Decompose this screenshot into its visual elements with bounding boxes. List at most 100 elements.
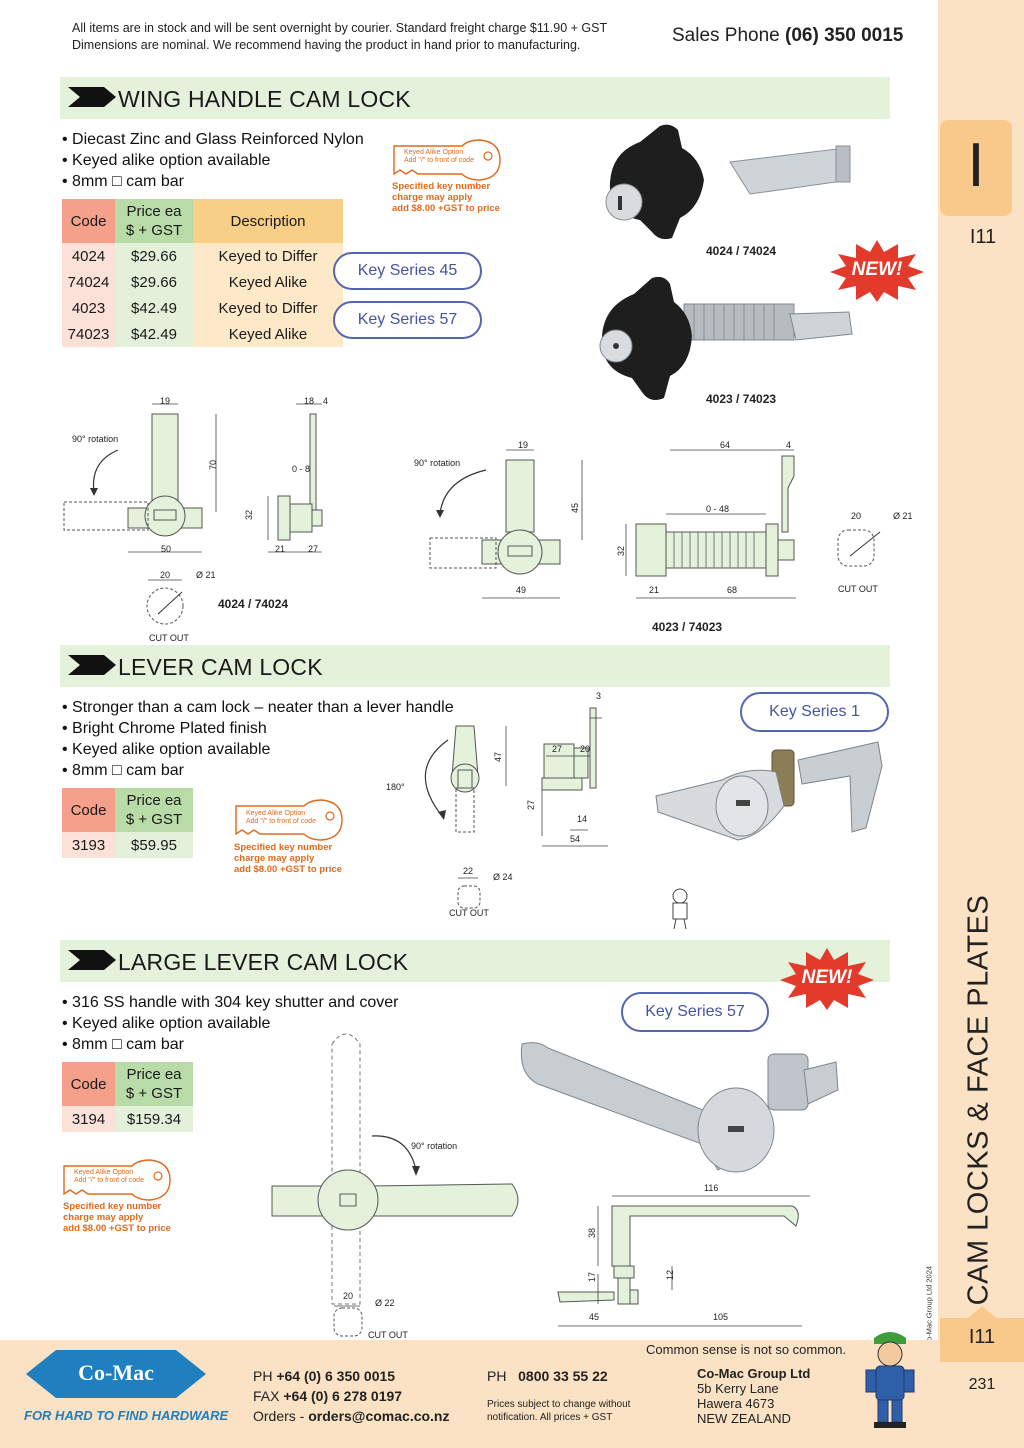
feature-item: • Bright Chrome Plated finish [62,720,267,737]
comac-logo-icon [26,1350,206,1398]
mascot-icon [672,888,688,930]
rotation-label: 180° [386,782,405,792]
section-arrow-icon [68,87,116,107]
footer-address: Co-Mac Group Ltd 5b Kerry Lane Hawera 46… [697,1366,811,1426]
section-tab[interactable] [940,120,1012,216]
large-lever-features: • 316 SS handle with 304 key shutter and… [62,992,398,1055]
dimension-label: 4 [786,440,792,450]
dimension-label: 116 [704,1183,719,1193]
sales-phone-number[interactable]: (06) 350 0015 [785,25,904,46]
feature-item: • 8mm □ cam bar [62,1036,184,1053]
lever-drawing-3193 [424,707,608,909]
col-code: Code [62,1062,115,1106]
key-series-1-button[interactable]: Key Series 1 [740,692,889,732]
dimension-label: 19 [518,440,529,450]
section-header-lever: LEVER CAM LOCK [60,645,890,687]
key-series-45-button[interactable]: Key Series 45 [333,252,482,290]
footer-contacts: PH +64 (0) 6 350 0015 FAX +64 (0) 6 278 … [253,1368,450,1424]
large-lever-photo-3194 [520,1042,839,1173]
dimension-label: 27 [526,799,537,811]
footer-freephone: PH 0800 33 55 22 [487,1368,608,1384]
rotation-label: 90° rotation [414,458,461,468]
dimension-label: 45 [589,1312,600,1322]
wing-drawing-4023 [429,449,881,599]
dimension-label: 22 [463,866,474,876]
cutout-label: CUT OUT [449,908,489,918]
col-price: Price ea$ + GST [115,788,193,832]
table-row: 3194$159.34 [62,1106,193,1132]
dimension-label: 49 [516,585,527,595]
new-badge-text: NEW! [801,967,853,988]
dimension-label: 70 [208,459,219,471]
section-header-wing: WING HANDLE CAM LOCK [60,77,890,119]
section-arrow-icon [68,655,116,675]
brand-name: Co-Mac [78,1360,154,1385]
section-title: LEVER CAM LOCK [118,654,323,680]
sales-phone-label: Sales Phone [672,25,780,46]
new-badge-icon [830,240,924,302]
new-badge-text: NEW! [851,259,903,280]
wing-lock-photo-4023 [599,276,853,400]
dimension-label: 21 [275,544,286,554]
header-note-line1: All items are in stock and will be sent … [72,21,608,35]
dimension-label: Ø 21 [196,570,216,580]
cutout-label: CUT OUT [149,633,189,643]
lever-features: • Stronger than a cam lock – neater than… [62,697,454,781]
dimension-label: 3 [596,691,602,701]
key-series-57-button[interactable]: Key Series 57 [333,301,482,339]
cutout-label: CUT OUT [368,1330,408,1340]
dimension-label: 47 [493,751,504,763]
feature-item: • 8mm □ cam bar [62,173,184,190]
drawing-caption: 4023 / 74023 [652,620,723,634]
dimension-label: 0 - 48 [706,504,730,514]
brand-tagline: FOR HARD TO FIND HARDWARE [24,1408,229,1423]
dimension-label: 68 [727,585,738,595]
bottom-tab-code: I11 [968,1326,996,1348]
section-arrow-icon [68,950,116,970]
rotation-label: 90° rotation [72,434,119,444]
feature-item: • Keyed alike option available [62,741,271,758]
photo-caption: 4023 / 74023 [706,392,777,406]
large-lever-price-table: Code Price ea$ + GST 3194$159.34 [62,1062,193,1132]
dimension-label: 27 [552,744,563,754]
key-series-57-button[interactable]: Key Series 57 [621,992,769,1032]
section-title: LARGE LEVER CAM LOCK [118,949,409,975]
key-outline-icon [63,1159,171,1201]
feature-item: • 8mm □ cam bar [62,762,184,779]
feature-item: • Keyed alike option available [62,152,271,169]
large-lever-drawing-3194 [271,1033,519,1337]
mascot-handyman-icon [865,1332,915,1428]
footer-freephone-number[interactable]: 0800 33 55 22 [518,1368,608,1384]
footer-phone[interactable]: +64 (0) 6 350 0015 [276,1368,396,1384]
dimension-label: 32 [616,545,627,557]
right-sidebar [938,0,1024,1448]
dimension-label: 38 [587,1227,598,1239]
lever-lock-photo-3193 [655,741,883,841]
dimension-label: 21 [649,585,660,595]
dimension-label: 0 - 8 [292,464,311,474]
col-code: Code [62,788,115,832]
section-tab-letter: I [967,131,985,200]
feature-item: • 316 SS handle with 304 key shutter and… [62,994,399,1011]
dimension-label: 50 [161,544,172,554]
dimension-label: 105 [713,1312,729,1322]
dimension-label: 14 [577,814,588,824]
wing-price-table: Code Price ea$ + GST Description 4024$29… [62,199,343,347]
section-tab-code: I11 [969,226,997,248]
key-outline-icon [235,799,343,841]
feature-item: • Keyed alike option available [62,1015,271,1032]
footer-orders-email[interactable]: orders@comac.co.nz [308,1408,450,1424]
bottom-tab-notch [968,1306,996,1318]
bottom-tab [940,1318,1024,1362]
dimension-label: 19 [160,396,171,406]
footer-fax: +64 (0) 6 278 0197 [283,1388,403,1404]
